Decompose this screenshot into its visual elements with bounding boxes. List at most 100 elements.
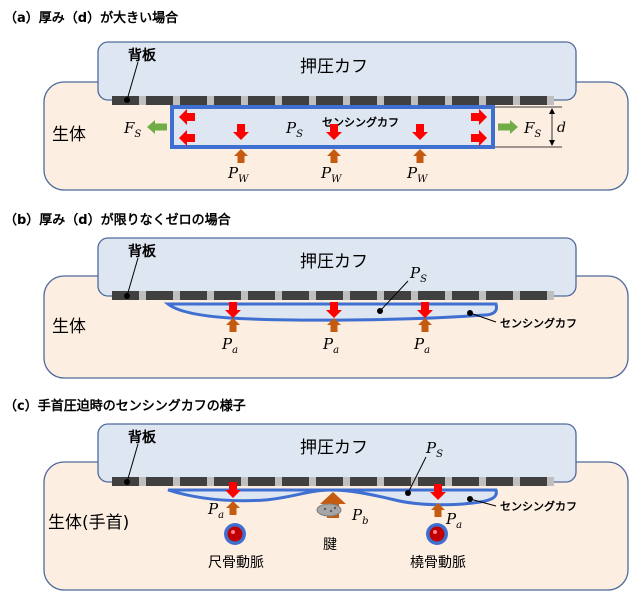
backplate-segment xyxy=(486,96,513,105)
backplate-segment xyxy=(275,96,282,105)
fs-label-right: FS xyxy=(523,119,541,140)
backplate-segment xyxy=(173,477,180,486)
backplate-segment xyxy=(180,291,207,300)
backplate-segment xyxy=(445,477,452,486)
fs-label-left: FS xyxy=(123,119,141,140)
section-b-heading: （b）厚み（d）が限りなくゼロの場合 xyxy=(4,212,232,228)
backplate-segment xyxy=(452,96,479,105)
backplate-segment xyxy=(520,477,547,486)
pa-label: Pa xyxy=(413,335,430,356)
pw-label: PW xyxy=(406,164,428,185)
section-b: （b）厚み（d）が限りなくゼロの場合 背板 押圧カフ 生体 PS センシングカフ… xyxy=(4,212,629,379)
ps-label: PS xyxy=(425,439,443,460)
backplate xyxy=(112,477,554,486)
backplate-segment xyxy=(350,291,377,300)
thickness-d-label: d xyxy=(557,120,566,136)
ps-pointer-line xyxy=(407,456,427,494)
backplate-segment xyxy=(316,477,343,486)
backplate-segment xyxy=(445,96,452,105)
backplate-segment xyxy=(309,96,316,105)
backplate-segment xyxy=(316,291,343,300)
backplate-segment xyxy=(343,291,350,300)
backplate-segment xyxy=(309,291,316,300)
backplate-segment xyxy=(479,96,486,105)
sensing-cuff-label: センシングカフ xyxy=(500,316,577,330)
section-a: （a）厚み（d）が大きい場合 背板 押圧カフ 生体 センシングカフ PS PW … xyxy=(4,10,629,191)
pressing-cuff-label: 押圧カフ xyxy=(300,438,368,458)
sensing-cuff-label: センシングカフ xyxy=(500,499,577,513)
ps-pointer-dot xyxy=(377,308,383,314)
backplate-segment xyxy=(547,477,554,486)
ps-label: PS xyxy=(285,119,303,140)
ps-pointer-dot xyxy=(405,490,411,496)
backplate xyxy=(112,291,554,300)
backplate-segment xyxy=(241,96,248,105)
pw-label: PW xyxy=(320,164,342,185)
backplate-segment xyxy=(547,96,554,105)
section-c-heading: （c）手首圧迫時のセンシングカフの様子 xyxy=(4,398,246,414)
backplate-segment xyxy=(214,96,241,105)
backplate-segment xyxy=(343,96,350,105)
pw-label: PW xyxy=(227,164,249,185)
backplate-segment xyxy=(479,477,486,486)
radial-artery-label: 橈骨動脈 xyxy=(410,555,466,571)
tendon-label: 腱 xyxy=(323,537,337,553)
backplate-segment xyxy=(377,96,384,105)
ulnar-artery-label: 尺骨動脈 xyxy=(208,555,264,571)
pa-label: Pa xyxy=(207,500,224,521)
backplate-segment xyxy=(377,477,384,486)
backplate-segment xyxy=(275,477,282,486)
backplate-label: 背板 xyxy=(128,47,157,64)
backplate-segment xyxy=(384,96,411,105)
ps-pointer-line xyxy=(379,280,409,312)
pressing-cuff-label: 押圧カフ xyxy=(300,57,368,77)
backplate-pointer-line xyxy=(126,257,139,297)
pa-label: Pa xyxy=(322,335,339,356)
backplate-segment xyxy=(282,477,309,486)
backplate-segment xyxy=(139,291,146,300)
backplate-segment xyxy=(513,96,520,105)
backplate-segment xyxy=(384,291,411,300)
pa-label: Pa xyxy=(445,510,462,531)
backplate-segment xyxy=(343,477,350,486)
backplate-pointer-line xyxy=(126,61,139,101)
pb-label: Pb xyxy=(351,506,369,527)
backplate-segment xyxy=(411,477,418,486)
backplate-segment xyxy=(411,291,418,300)
sensing-cuff-pointer-line xyxy=(469,498,497,507)
backplate-segment xyxy=(146,477,173,486)
backplate-segment xyxy=(486,477,513,486)
backplate-segment xyxy=(513,477,520,486)
backplate-segment xyxy=(173,291,180,300)
backplate-segment xyxy=(214,477,241,486)
backplate-segment xyxy=(207,96,214,105)
backplate-segment xyxy=(418,96,445,105)
backplate-segment xyxy=(282,291,309,300)
backplate-segment xyxy=(418,477,445,486)
backplate-segment xyxy=(248,291,275,300)
backplate-segment xyxy=(180,477,207,486)
sensing-cuff-label: センシングカフ xyxy=(322,115,399,129)
backplate-segment xyxy=(146,96,173,105)
backplate-segment xyxy=(241,291,248,300)
backplate-segment xyxy=(282,96,309,105)
backplate xyxy=(112,96,554,105)
backplate-segment xyxy=(248,96,275,105)
backplate-segment xyxy=(513,291,520,300)
section-c: （c）手首圧迫時のセンシングカフの様子 背板 押圧カフ 生体(手首) PS セン… xyxy=(4,398,629,591)
backplate-segment xyxy=(207,477,214,486)
backplate-segment xyxy=(275,291,282,300)
pa-label: Pa xyxy=(221,335,238,356)
ps-label: PS xyxy=(409,264,427,285)
backplate-segment xyxy=(207,291,214,300)
sensing-cuff-pointer-line xyxy=(469,312,497,323)
backplate-segment xyxy=(139,96,146,105)
backplate-segment xyxy=(173,96,180,105)
backplate-segment xyxy=(411,96,418,105)
backplate-segment xyxy=(350,477,377,486)
sensing-cuff xyxy=(167,488,498,507)
backplate-segment xyxy=(445,291,452,300)
backplate-segment xyxy=(309,477,316,486)
pressing-cuff-label: 押圧カフ xyxy=(300,252,368,272)
